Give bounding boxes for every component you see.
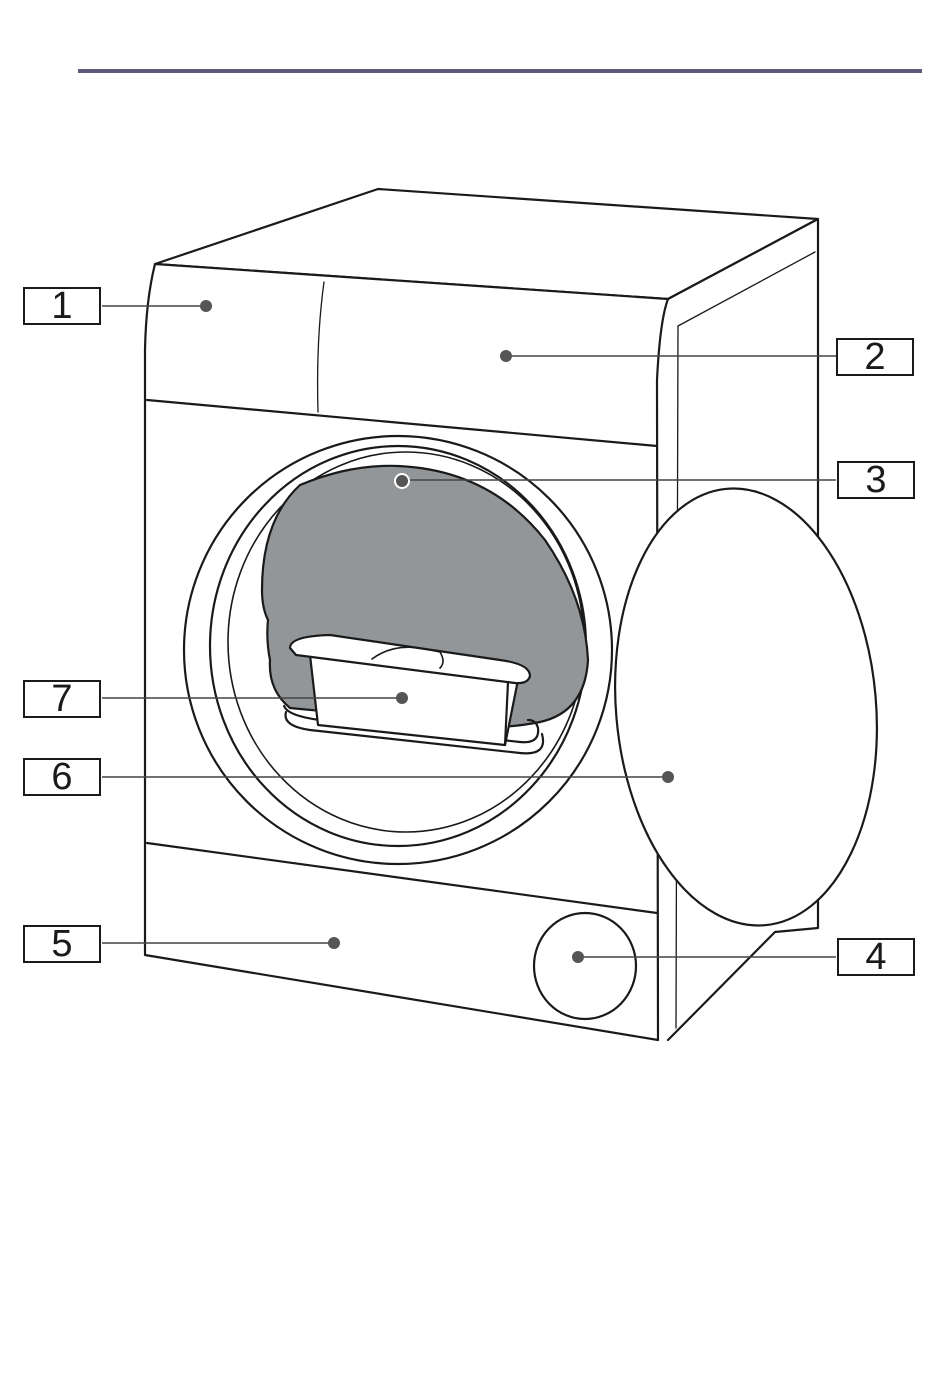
callout-3: 3: [837, 461, 915, 499]
callout-2: 2: [836, 338, 914, 376]
callout-5: 5: [23, 925, 101, 963]
callout-6: 6: [23, 758, 101, 796]
pointer-dot-1: [200, 300, 212, 312]
callout-4: 4: [837, 938, 915, 976]
pointer-dot-7: [396, 692, 408, 704]
callout-1: 1: [23, 287, 101, 325]
pointer-dot-2: [500, 350, 512, 362]
pointer-dot-4: [572, 951, 584, 963]
pointer-dot-5: [328, 937, 340, 949]
callout-7: 7: [23, 680, 101, 718]
pointer-dot-6: [662, 771, 674, 783]
pointer-dot-3: [395, 474, 409, 488]
